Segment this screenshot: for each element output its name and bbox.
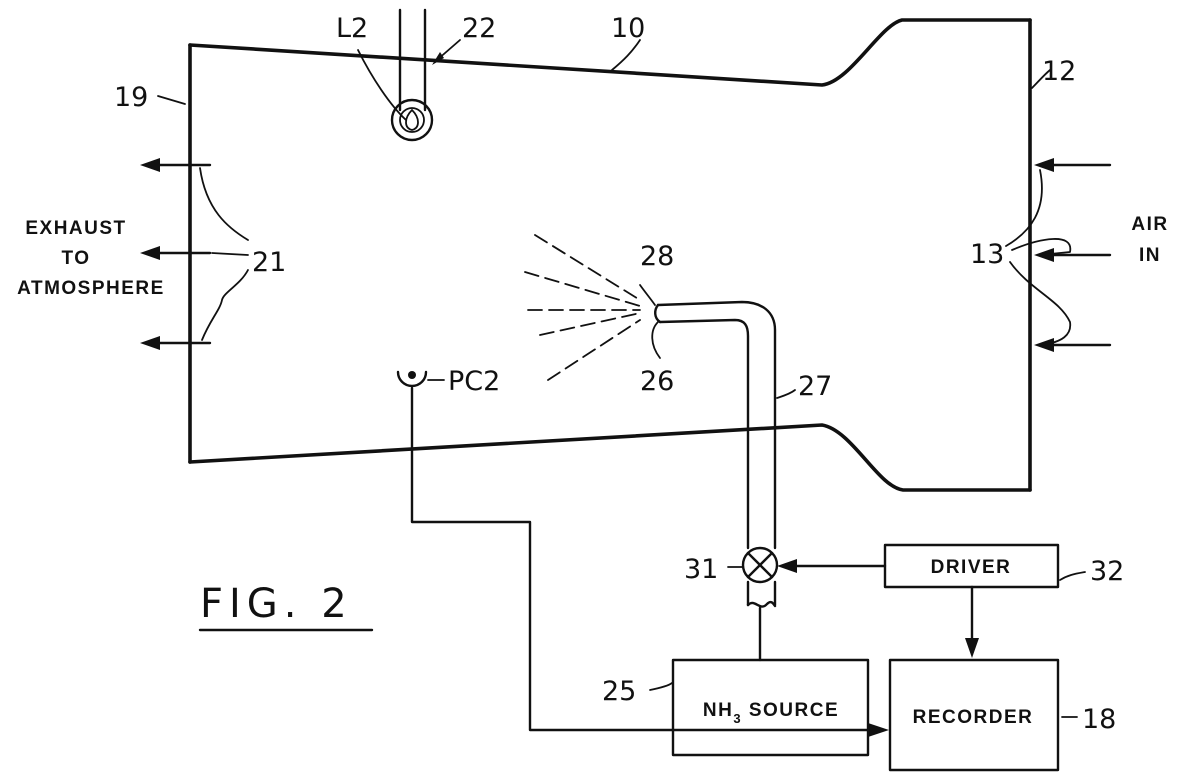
label-recorder-ref: 18 xyxy=(1082,704,1116,735)
label-lamp: L2 xyxy=(336,13,368,44)
label-photocell: PC2 xyxy=(448,366,500,397)
lamp-flame-icon xyxy=(405,109,419,131)
driver-to-recorder-arrowhead xyxy=(965,638,979,658)
air-leader-mid xyxy=(1011,238,1072,256)
air-text-line1: AIR xyxy=(1131,214,1168,235)
pipe-leader xyxy=(776,389,796,399)
air-leader-top xyxy=(1005,169,1043,247)
exhaust-arrow-top-head xyxy=(140,158,160,172)
source-leader xyxy=(649,682,673,691)
spray-leader xyxy=(639,284,656,306)
inlet-wall-leader xyxy=(1031,69,1051,89)
exhaust-arrows xyxy=(140,158,249,350)
air-arrow-top-head xyxy=(1034,158,1054,172)
chamber-bottom-wall xyxy=(188,423,1032,492)
label-nozzle: 26 xyxy=(640,366,674,397)
label-exhaust-end: 19 xyxy=(114,82,148,113)
valve xyxy=(727,546,779,662)
photocell-signal-line xyxy=(410,386,872,732)
recorder-label: RECORDER xyxy=(913,707,1034,728)
label-driver-ref: 32 xyxy=(1090,556,1124,587)
label-spray: 28 xyxy=(640,241,674,272)
spray-pattern xyxy=(524,234,641,381)
photocell-cup xyxy=(396,370,428,388)
tube-leader-arrowhead xyxy=(432,52,444,65)
nozzle-tip xyxy=(654,303,662,324)
label-valve: 31 xyxy=(684,554,718,585)
figure-title: FIG. 2 xyxy=(200,581,353,627)
nh3-source-prefix: NH xyxy=(703,700,733,721)
valve-body xyxy=(741,546,779,584)
exhaust-leader-mid xyxy=(211,252,249,256)
nozzle-leader xyxy=(651,321,661,359)
exhaust-text-line1: EXHAUST xyxy=(25,218,126,239)
air-leader-bottom xyxy=(1009,261,1072,346)
driver-to-valve-arrowhead xyxy=(777,559,797,573)
label-inlet-wall: 12 xyxy=(1042,56,1076,87)
exhaust-text-line2: TO xyxy=(61,248,90,269)
photocell-dot xyxy=(408,371,416,379)
exhaust-leader-bottom xyxy=(201,269,249,341)
pipe-outer xyxy=(656,300,777,550)
driver-block xyxy=(883,543,1060,589)
label-chamber: 10 xyxy=(611,13,645,44)
lamp-leader xyxy=(357,49,407,121)
valve-cross-b xyxy=(746,551,774,579)
nh3-source-subscript: 3 xyxy=(733,711,742,726)
exhaust-text-line3: ATMOSPHERE xyxy=(17,278,165,299)
air-inlet-arrows xyxy=(1005,158,1112,352)
lamp-assembly xyxy=(357,8,461,142)
label-exhaust-holes: 21 xyxy=(252,247,286,278)
photocell-signal-arrowhead xyxy=(868,723,889,737)
pipe-break xyxy=(746,600,777,608)
label-air-holes: 13 xyxy=(970,239,1004,270)
exhaust-end-leader xyxy=(157,95,186,105)
chamber-leader xyxy=(611,39,641,71)
nh3-source-suffix: SOURCE xyxy=(742,700,839,721)
pipe-inner xyxy=(658,318,750,550)
air-text-line2: IN xyxy=(1139,245,1161,266)
nh3-source-label: NH3 SOURCE xyxy=(703,700,839,726)
exhaust-leader-top xyxy=(199,167,249,241)
label-pipe: 27 xyxy=(798,371,832,402)
photocell xyxy=(396,370,445,388)
lamp-bulb xyxy=(390,98,434,142)
nh3-source-block xyxy=(671,658,870,757)
ammonia-injection xyxy=(524,234,796,550)
recorder-block xyxy=(888,658,1060,772)
driver-leader xyxy=(1059,571,1086,581)
driver-label: DRIVER xyxy=(931,557,1012,578)
label-source-ref: 25 xyxy=(602,676,636,707)
exhaust-arrow-bottom-head xyxy=(140,336,160,350)
chamber-body xyxy=(188,18,1032,492)
exhaust-arrow-mid-head xyxy=(140,246,160,260)
chamber-top-wall xyxy=(188,18,1032,87)
label-lamp-tube: 22 xyxy=(462,13,496,44)
lamp-bulb-inner xyxy=(399,107,425,133)
